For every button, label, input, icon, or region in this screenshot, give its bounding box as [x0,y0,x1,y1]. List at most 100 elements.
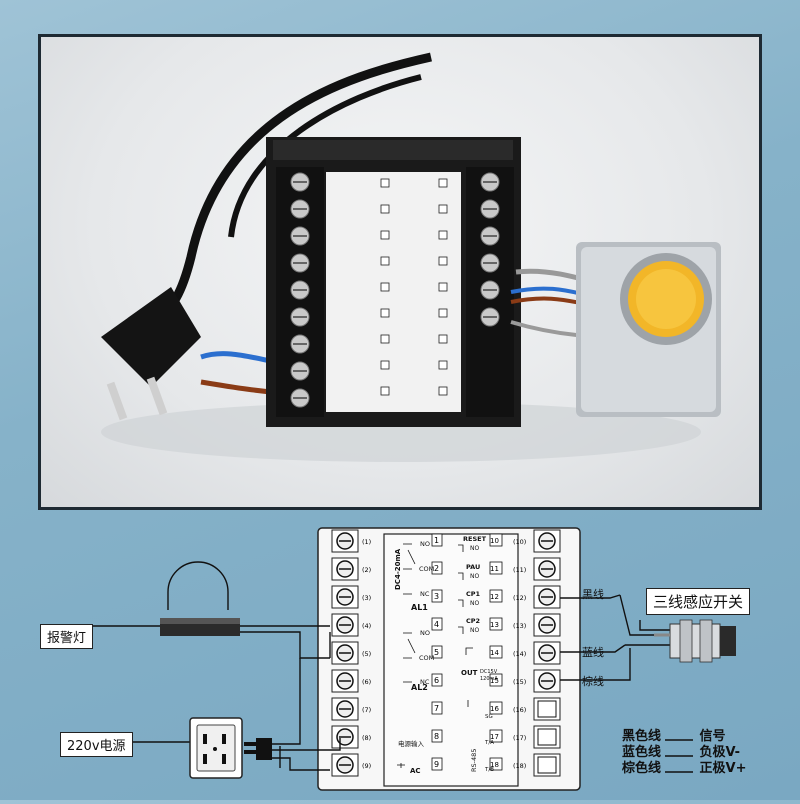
right-terminal-number: (13) [513,622,526,630]
panel-right-box [489,561,503,575]
panel-al2-com: COM [419,654,434,662]
left-terminal-number: (6) [362,678,371,686]
power-outlet [189,717,243,779]
panel-left-number: 3 [434,592,439,601]
proximity-sensor [576,242,721,417]
panel-right-number: 12 [490,593,499,601]
panel-right-box [489,729,503,743]
panel-right-number: 15 [490,677,499,685]
brown-wire-label: 棕线 [582,675,604,688]
sensor-symbol [654,619,736,663]
alarm-light-base-top [160,618,240,624]
panel-left-box [431,589,443,603]
panel-left-numbers: 1 2 3 4 5 6 7 8 9 [431,533,443,771]
panel-cp1: CP1 [466,590,481,598]
right-terminal-number: (11) [513,566,526,574]
panel-dc-range: DC4-20mA [394,548,402,590]
panel-al2: AL2 [411,683,428,692]
left-terminal-number: (8) [362,734,371,742]
panel-al2-no: NO [420,629,430,637]
panel-left-number: 2 [434,564,439,573]
wiring-diagram: (1)(2)(3)(4)(5)(6)(7)(8)(9) (10)(11)(12)… [0,520,800,800]
panel-reset: RESET [463,535,487,543]
right-terminal-labels: (10)(11)(12)(13)(14)(15)(16)(17)(18) [513,538,526,770]
power-plug-symbol [244,738,272,760]
left-terminal-number: (1) [362,538,371,546]
empty-terminal [537,700,557,718]
panel-right-number: 17 [490,733,499,741]
panel-tb: T/B [484,767,494,773]
panel-right-box [489,589,503,603]
left-terminal-block [331,529,359,777]
panel-al1: AL1 [411,603,428,612]
panel-left-box [431,757,443,771]
panel-right-number: 10 [490,537,499,545]
empty-terminal [537,728,557,746]
panel-left-box [431,645,443,659]
right-terminal-number: (15) [513,678,526,686]
panel-sg: SG [485,714,493,720]
panel-left-box [431,701,443,715]
panel-reset-no: NO [470,545,479,552]
controller-device [266,137,521,427]
panel-left-number: 6 [434,676,439,685]
panel-al1-no: NO [420,540,430,548]
panel-pau-no: NO [470,573,479,580]
legend-brown-meaning: 正极V+ [699,761,747,776]
panel-left-box [431,561,443,575]
panel-out: OUT [461,669,478,677]
panel-rs485: RS-485 [470,749,478,772]
panel-120ma: 120mA [480,676,498,682]
panel-left-number: 4 [434,620,439,629]
panel-left-number: 9 [434,760,439,769]
panel-cp1-no: NO [470,600,479,607]
left-terminal-number: (4) [362,622,371,630]
legend-row-brown: 棕色线 正极V+ [622,757,747,776]
product-illustration [101,52,721,462]
panel-right-box [489,757,503,771]
right-terminal-number: (16) [513,706,526,714]
panel-right-box [489,645,503,659]
product-photo-frame [38,34,762,510]
panel-pau: PAU [466,563,480,571]
legend-black-meaning: 信号 [699,729,726,744]
left-terminal-number: (9) [362,762,371,770]
panel-left-number: 1 [434,536,439,545]
panel-right-number: 13 [490,621,499,629]
sensor-title-label: 三线感应开关 [646,588,751,615]
panel-right-number: 16 [490,705,499,713]
panel-right-number: 18 [490,761,499,769]
panel-right-box [489,617,503,631]
right-terminal-block [533,529,561,777]
panel-relay-symbols [397,543,473,768]
right-terminal-number: (10) [513,538,526,546]
left-terminal-number: (7) [362,706,371,714]
panel-left-number: 8 [434,732,439,741]
alarm-light-label: 报警灯 [40,624,94,649]
panel-right-box [489,673,503,687]
panel-cp2-no: NO [470,627,479,634]
left-terminal-number: (3) [362,594,371,602]
power-plug [101,287,201,421]
panel-right-box [489,701,503,715]
right-terminal-number: (18) [513,762,526,770]
panel-left-number: 7 [434,704,439,713]
legend-blue-meaning: 负极V- [699,745,741,760]
panel-right-box [489,533,503,547]
legend-row-black: 黑色线 信号 [622,725,726,744]
panel-left-box [431,673,443,687]
panel-cp2: CP2 [466,617,480,625]
product-photo [41,37,759,507]
left-terminal-labels: (1) (2) (3) (4) (5) (6) (7) (8) (9) [362,538,371,770]
panel-left-number: 5 [434,648,439,657]
black-wire-label: 黑线 [582,588,604,601]
panel-ac: AC [410,767,421,775]
right-terminal-number: (14) [513,650,526,658]
panel-ta: T/A [484,740,494,746]
legend-row-blue: 蓝色线 负极V- [622,741,740,760]
left-terminal-number: (2) [362,566,371,574]
panel-left-box [431,533,443,547]
legend-brown-wire: 棕色线 [622,761,662,776]
left-terminal-number: (5) [362,650,371,658]
